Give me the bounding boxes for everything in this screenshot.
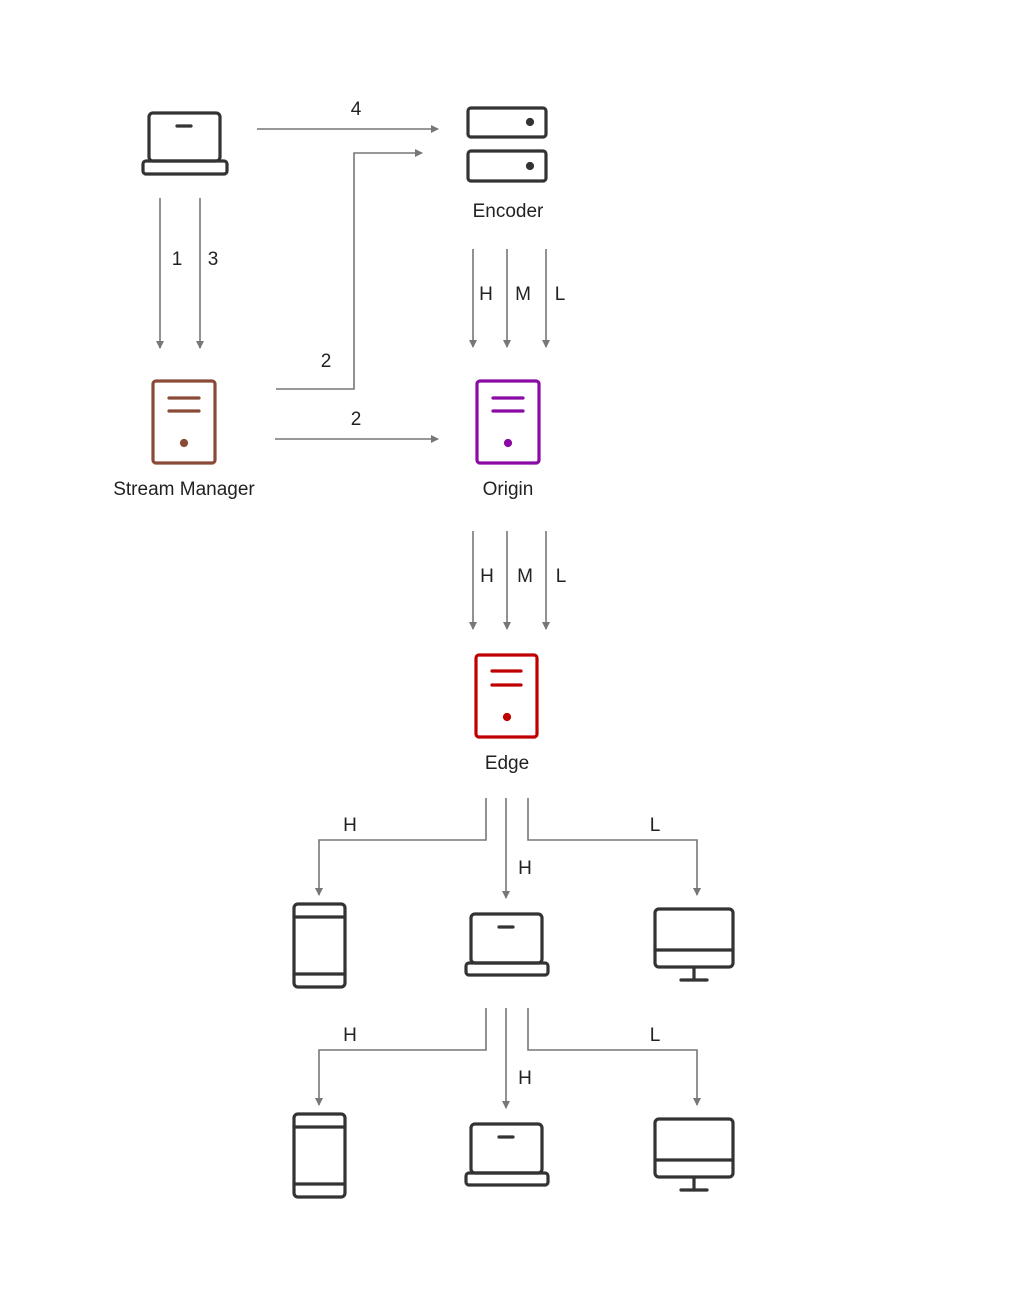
arrows-encoder-to-origin (469, 249, 550, 348)
label-m: M (517, 566, 533, 587)
edge-server-icon (474, 653, 539, 739)
arrow-label-3: 3 (208, 249, 219, 270)
label-m: M (515, 284, 531, 305)
label-h: H (343, 815, 357, 836)
arrow-sm-to-encoder (276, 149, 423, 390)
label-h: H (479, 284, 493, 305)
edge-label: Edge (485, 753, 529, 774)
label-h: H (518, 858, 532, 879)
arrow-laptop-to-phone (315, 1008, 487, 1106)
arrow-label-1: 1 (172, 249, 183, 270)
encoder-label: Encoder (473, 201, 544, 222)
laptop-icon (464, 912, 550, 977)
monitor-icon (653, 1117, 735, 1192)
laptop-icon (141, 111, 229, 176)
phone-icon (292, 902, 347, 989)
arrow-label-2-origin: 2 (351, 409, 362, 430)
label-l: L (650, 1025, 661, 1046)
arrow-label-4: 4 (351, 99, 362, 120)
stream-manager-label: Stream Manager (113, 479, 255, 500)
encoder-icon (466, 106, 548, 183)
origin-label: Origin (483, 479, 534, 500)
origin-server-icon (475, 379, 541, 465)
arrow-edge-to-monitor (527, 798, 701, 896)
stream-manager-server-icon (151, 379, 217, 465)
label-l: L (650, 815, 661, 836)
label-h: H (343, 1025, 357, 1046)
monitor-icon (653, 907, 735, 982)
label-l: L (556, 566, 567, 587)
label-h: H (518, 1068, 532, 1089)
label-l: L (555, 284, 566, 305)
arrow-edge-to-phone (315, 798, 487, 896)
laptop-icon (464, 1122, 550, 1187)
arrows-origin-to-edge (469, 531, 550, 630)
arrow-laptop-to-monitor (527, 1008, 701, 1106)
arrow-label-2-encoder: 2 (321, 351, 332, 372)
label-h: H (480, 566, 494, 587)
phone-icon (292, 1112, 347, 1199)
